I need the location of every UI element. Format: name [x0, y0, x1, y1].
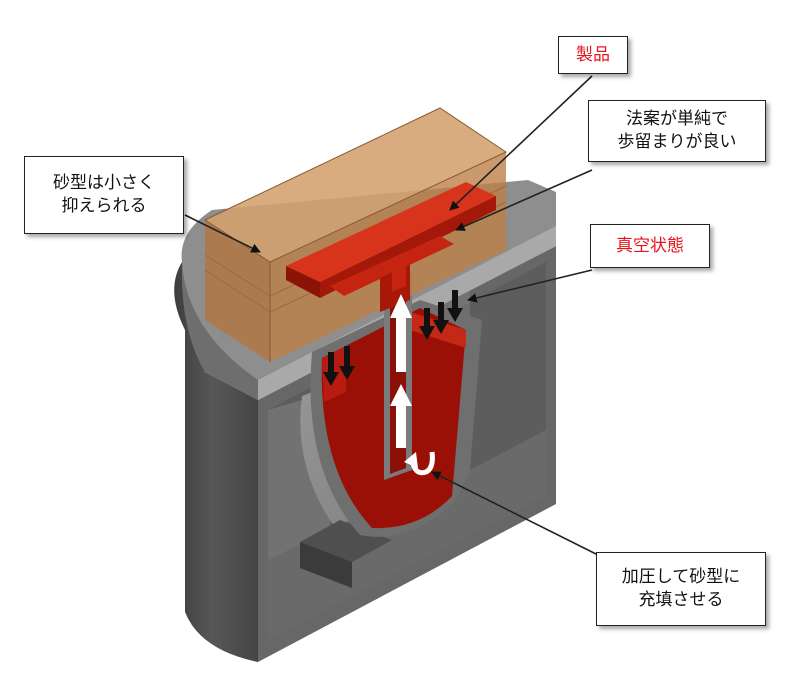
callout-pressurize-line1: 加圧して砂型に: [622, 566, 741, 589]
callout-pressurize-line2: 充填させる: [622, 589, 741, 612]
callout-vacuum-text: 真空状態: [616, 235, 684, 258]
callout-vacuum: 真空状態: [590, 224, 710, 268]
callout-gating-line1: 法案が単純で: [618, 108, 737, 131]
callout-sand-mold-line2: 抑えられる: [53, 195, 155, 218]
callout-sand-mold: 砂型は小さく 抑えられる: [24, 156, 184, 234]
callout-pressurize: 加圧して砂型に 充填させる: [596, 552, 766, 626]
callout-gating-line2: 歩留まりが良い: [618, 131, 737, 154]
callout-product-text: 製品: [576, 44, 610, 67]
callout-product: 製品: [558, 36, 628, 74]
callout-gating: 法案が単純で 歩留まりが良い: [588, 100, 766, 162]
callout-sand-mold-line1: 砂型は小さく: [53, 172, 155, 195]
